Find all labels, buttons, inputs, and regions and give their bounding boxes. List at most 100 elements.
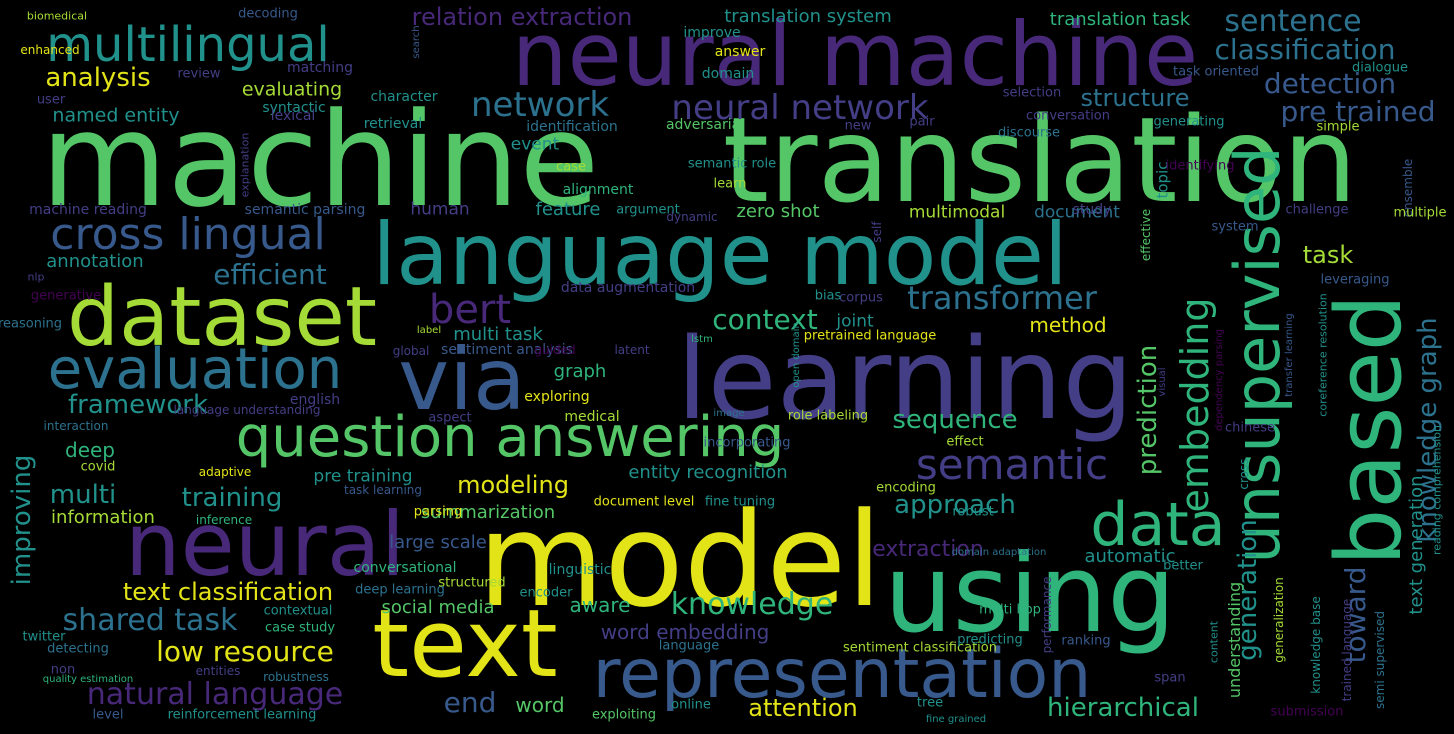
word-linguistic: linguistic [548,562,612,578]
word-adversarial: adversarial [665,117,745,133]
word-language-understanding: language understanding [173,403,321,417]
word-language-model: language model [372,205,1068,305]
word-human: human [410,199,470,220]
word-twitter: twitter [22,629,66,645]
word-unsupervised: unsupervised [1221,146,1294,564]
word-retrieval: retrieval [363,116,423,132]
word-robust: robust [952,504,994,520]
word-performance: performance [1040,576,1054,654]
word-neural-machine: neural machine [511,3,1199,106]
word-text-generation: text generation [1406,475,1427,615]
word-non: non [50,662,76,678]
word-fine-tuning: fine tuning [704,494,776,510]
word-user: user [36,92,66,108]
word-large-scale: large scale [389,532,487,553]
word-semantic-role: semantic role [687,156,777,172]
word-machine-reading: machine reading [29,202,147,218]
word-learning: learning [676,315,1134,445]
word-identification: identification [526,119,618,135]
word-sequence: sequence [892,405,1018,435]
word-medical: medical [564,409,620,425]
word-semantic: semantic [915,440,1109,489]
word-character: character [370,89,438,105]
word-matching: matching [287,60,353,76]
word-bert: bert [428,287,512,333]
word-zero-shot: zero shot [736,201,820,222]
word-analysis: analysis [45,63,151,93]
word-evaluation: evaluation [47,337,343,402]
word-low-resource: low resource [156,635,334,668]
word-structure: structure [1080,84,1190,112]
word-quality-estimation: quality estimation [42,674,134,685]
word-framework: framework [67,390,209,420]
word-system: system [1211,219,1259,235]
word-leveraging: leveraging [1320,272,1390,288]
word-explanation: explanation [238,132,252,198]
word-improving: improving [7,454,37,586]
word-method: method [1029,313,1107,337]
word-generating: generating [1153,114,1225,130]
word-hierarchical: hierarchical [1047,693,1199,723]
word-multilingual: multilingual [46,17,330,73]
word-covid: covid [80,459,116,475]
word-aspect: aspect [428,410,472,426]
word-summarization: summarization [420,502,556,523]
word-translation-system: translation system [724,6,892,27]
word-annotation: annotation [46,251,144,272]
word-training: training [181,483,283,513]
word-shared-task: shared task [62,603,238,638]
word-lexical: lexical [270,108,316,124]
word-span: span [1154,670,1186,686]
word-exploring: exploring [524,389,590,405]
word-entity-recognition: entity recognition [628,462,788,483]
word-attention: attention [748,694,858,722]
word-encoding: encoding [876,480,936,496]
word-knowledge-base: knowledge base [1309,596,1323,694]
word-case: case [556,159,586,175]
word-modeling: modeling [457,471,569,499]
word-multi: multi [49,480,117,510]
word-transfer-learning: transfer learning [1284,313,1295,397]
word-conversational: conversational [353,560,457,576]
word-ranking: ranking [1061,633,1111,649]
word-based: based [1317,294,1422,566]
word-pair: pair [909,114,935,130]
word-social-media: social media [381,597,495,618]
word-detecting: detecting [47,641,109,657]
word-enhanced: enhanced [20,43,80,57]
word-role-labeling: role labeling [787,408,869,424]
word-dependency-parsing: dependency parsing [1214,328,1225,432]
word-evaluating: evaluating [241,78,343,101]
word-network: network [470,85,610,125]
word-content: content [1207,620,1221,664]
word-document: document [1034,202,1120,223]
word-aware: aware [569,593,631,617]
word-classification: classification [1214,33,1396,66]
word-named-entity: named entity [52,104,180,127]
word-detection: detection [1263,67,1397,100]
word-neural: neural [124,493,406,596]
word-interaction: interaction [43,419,109,433]
word-efficient: efficient [213,258,327,291]
word-transformer: transformer [907,279,1097,317]
word-parsing: parsing [413,504,463,520]
word-incorporating: incorporating [703,435,791,451]
word-bias: bias [814,288,842,304]
word-global: global [392,344,430,358]
word-text: text [372,590,558,699]
word-pre-trained: pre trained [1280,95,1436,128]
word-task-oriented: task oriented [1173,64,1259,80]
word-sentiment-classification: sentiment classification [843,640,997,656]
word-chinese: chinese [1224,420,1276,436]
word-trained-language: trained language [1340,598,1354,702]
word-study: study [1072,202,1112,218]
word-cross-lingual: cross lingual [50,209,326,260]
word-neural-network: neural network [671,88,929,128]
word-entities: entities [195,664,241,678]
word-biomedical: biomedical [26,9,88,23]
word-visual: visual [1157,367,1168,397]
word-effective: effective [1139,208,1153,262]
word-end: end [443,686,497,719]
word-question-answering: question answering [235,405,785,470]
